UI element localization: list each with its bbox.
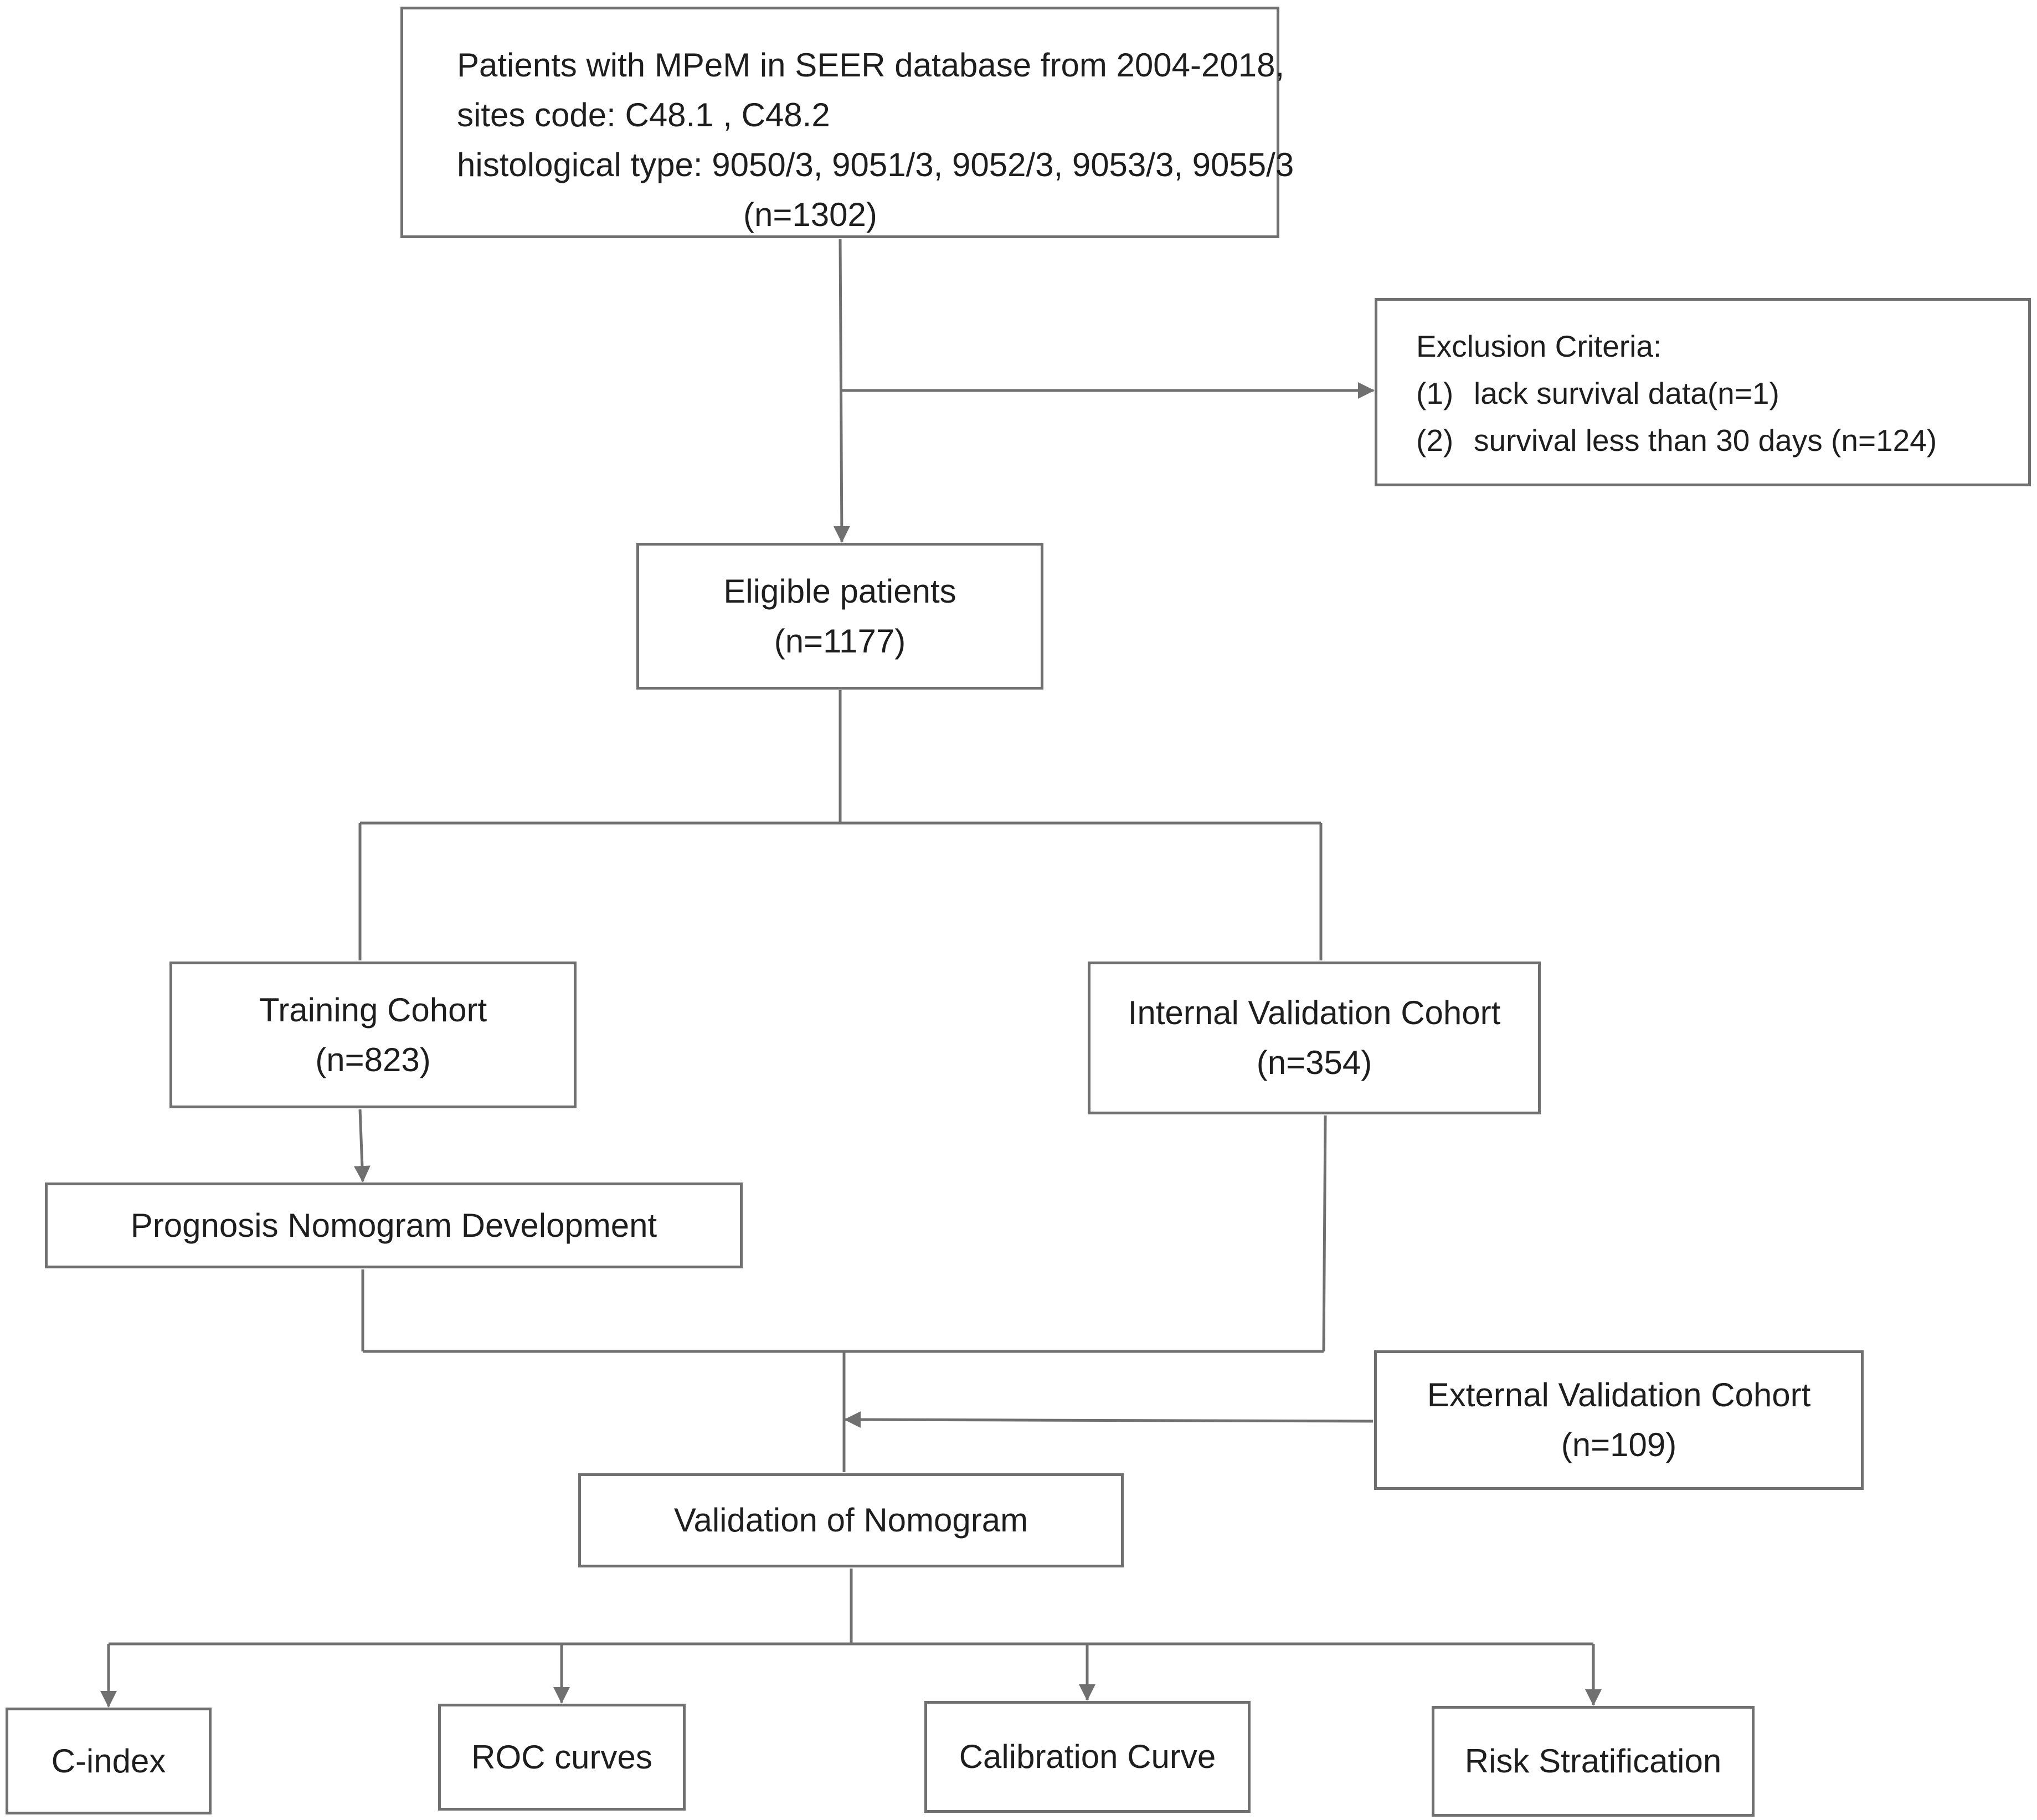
source-line-2: sites code: C48.1 , C48.2 [457, 96, 830, 133]
outcome-calibration-box: Calibration Curve [924, 1701, 1251, 1813]
connector-internal-down [1322, 1115, 1327, 1352]
connector-training-to-development [353, 1109, 371, 1183]
exclusion-item-2-text: survival less than 30 days (n=124) [1474, 423, 1937, 457]
nomogram-validation-box: Validation of Nomogram [578, 1473, 1124, 1567]
connector-external-to-merge [844, 1411, 1374, 1428]
internal-label: Internal Validation Cohort [1128, 994, 1501, 1031]
outcome-cindex-label: C-index [51, 1742, 166, 1780]
source-count: (n=1302) [743, 196, 877, 233]
external-validation-cohort-box: External Validation Cohort (n=109) [1374, 1350, 1864, 1490]
exclusion-item-2: (2) survival less than 30 days (n=124) [1416, 417, 1937, 464]
exclusion-item-1: (1) lack survival data(n=1) [1416, 370, 1937, 417]
internal-count: (n=354) [1256, 1044, 1372, 1081]
training-cohort-box: Training Cohort (n=823) [169, 962, 577, 1108]
training-label: Training Cohort [259, 991, 487, 1029]
outcome-calibration-label: Calibration Curve [959, 1738, 1216, 1775]
exclusion-item-1-number: (1) [1416, 376, 1454, 410]
development-label: Prognosis Nomogram Development [130, 1206, 657, 1244]
external-count: (n=109) [1561, 1426, 1677, 1463]
eligible-patients-box: Eligible patients (n=1177) [636, 543, 1043, 690]
source-population-box: Patients with MPeM in SEER database from… [400, 7, 1294, 238]
eligible-count: (n=1177) [774, 622, 906, 660]
outcome-roc-label: ROC curves [471, 1738, 652, 1776]
nomogram-development-box: Prognosis Nomogram Development [45, 1183, 743, 1268]
exclusion-item-1-text: lack survival data(n=1) [1474, 376, 1779, 410]
validation-label: Validation of Nomogram [673, 1502, 1028, 1539]
exclusion-item-2-number: (2) [1416, 423, 1454, 457]
external-label: External Validation Cohort [1427, 1376, 1811, 1413]
outcome-roc-box: ROC curves [438, 1704, 686, 1811]
connector-source-to-eligible [833, 239, 850, 543]
exclusion-title: Exclusion Criteria: [1416, 329, 1662, 363]
outcome-risk-stratification-box: Risk Stratification [1432, 1706, 1755, 1817]
eligible-label: Eligible patients [723, 572, 956, 610]
source-line-1: Patients with MPeM in SEER database from… [457, 47, 1285, 84]
outcome-cindex-box: C-index [6, 1708, 212, 1814]
training-count: (n=823) [315, 1041, 431, 1078]
outcome-risk-label: Risk Stratification [1464, 1742, 1722, 1780]
internal-validation-cohort-box: Internal Validation Cohort (n=354) [1088, 962, 1541, 1114]
exclusion-criteria-box: Exclusion Criteria: (1) lack survival dat… [1375, 298, 2031, 486]
source-line-3: histological type: 9050/3, 9051/3, 9052/… [457, 146, 1294, 183]
